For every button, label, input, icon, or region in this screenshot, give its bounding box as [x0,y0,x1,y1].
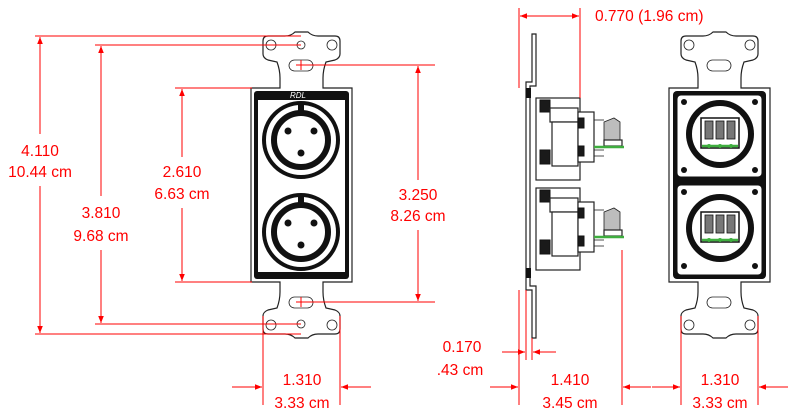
strap-hole-icon [744,39,756,51]
front-width-imperial: 1.310 [283,372,322,389]
rear-dimension-labels: 1.310 3.33 cm [692,372,747,412]
strap-hole-icon [744,319,756,331]
rear-dimensions [652,316,788,405]
xlr-connector-icon [262,193,340,271]
side-clip [526,88,531,98]
front-width-metric: 3.33 cm [274,395,329,412]
opening-height-metric: 6.63 cm [154,186,209,203]
strap-hole-icon [326,319,338,331]
front-dimension-labels: 4.110 10.44 cm 3.810 9.68 cm 2.610 6.63 … [8,143,445,412]
rear-view [668,31,771,339]
side-strap [525,33,537,339]
plate-height-imperial: 4.110 [21,143,59,160]
strap-hole-icon [683,319,695,331]
side-view [525,33,624,339]
screw-spacing-metric: 9.68 cm [73,228,128,245]
brand-label: RDL [290,91,306,100]
plate-thickness-imperial: 0.170 [443,339,482,356]
rear-width-imperial: 1.310 [701,372,740,389]
front-view: RDL [250,31,353,339]
front-dimensions [35,35,435,405]
module-height-imperial: 3.250 [399,187,438,204]
screw-spacing-imperial: 3.810 [82,205,121,222]
xlr-connector-icon [262,101,340,179]
slot-hole-icon [706,59,732,72]
plate-thickness-metric: .43 cm [437,362,484,379]
side-width-imperial: 1.410 [551,372,590,389]
side-connector-upper [535,97,624,181]
strap-hole-icon [326,39,338,51]
strap-hole-icon [265,319,277,331]
plate-height-metric: 10.44 cm [8,164,72,181]
rear-width-metric: 3.33 cm [692,395,747,412]
module-height-metric: 8.26 cm [390,208,445,225]
opening-height-imperial: 2.610 [163,164,202,181]
side-dimension-labels: 0.770 (1.96 cm) 0.170 .43 cm 1.410 3.45 … [437,8,704,412]
rear-terminal-block-icon [686,100,754,168]
side-width-metric: 3.45 cm [542,395,597,412]
side-clip [526,268,531,278]
depth-label: 0.770 (1.96 cm) [595,8,704,25]
slot-hole-icon [706,296,732,309]
strap-hole-icon [683,39,695,51]
rear-terminal-block-icon [686,194,754,262]
side-dimensions [490,8,651,405]
side-connector-lower [535,187,624,271]
